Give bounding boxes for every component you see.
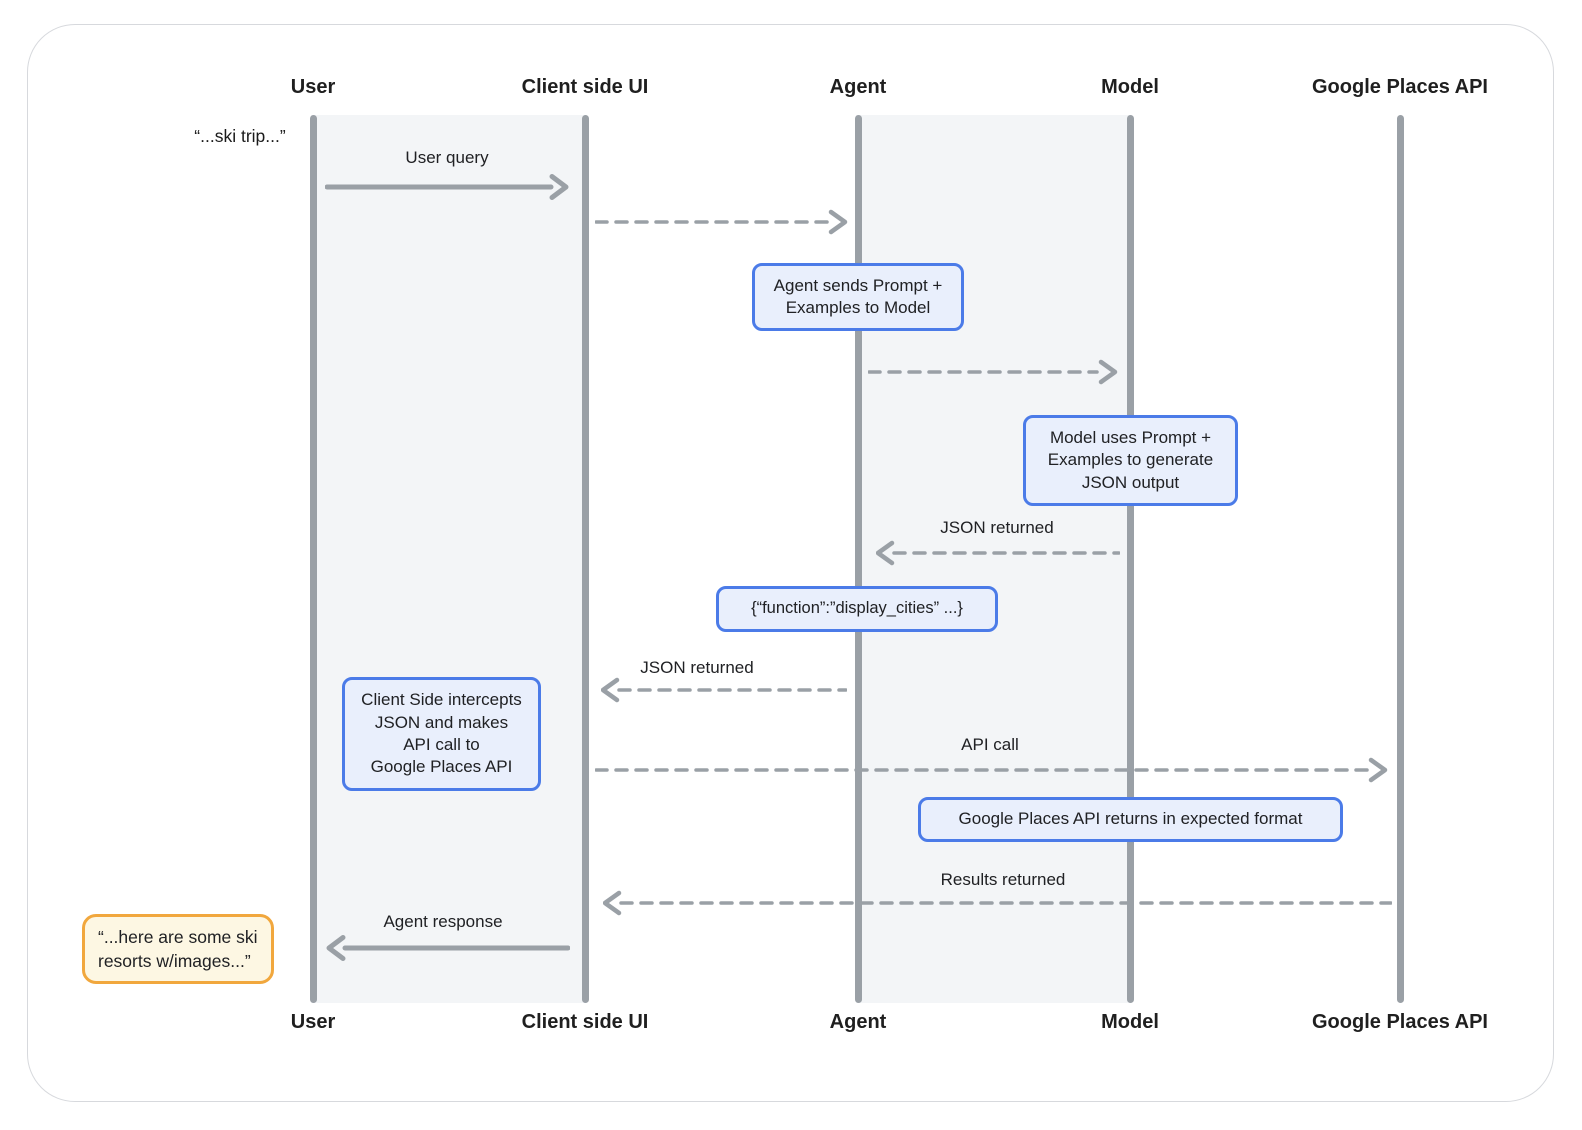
note-agent-sends-prompt: Agent sends Prompt + Examples to Model	[752, 263, 964, 331]
gpa-to-client-arrow	[603, 890, 1392, 916]
agent-response-label: Agent response	[383, 912, 503, 931]
user-quote-text: “...ski trip...”	[194, 126, 286, 146]
json-returned-to-client-label: JSON returned	[640, 658, 754, 677]
json-returned-to-agent-label: JSON returned	[940, 518, 1054, 537]
actor-agent-top: Agent	[829, 76, 887, 98]
agent-to-model-arrow	[868, 359, 1118, 385]
note-function-call-json: {“function”:”display_cities” ...}	[716, 586, 998, 632]
note-model-generates-json: Model uses Prompt + Examples to generate…	[1023, 415, 1238, 506]
response-quote-box: “...here are some ski resorts w/images..…	[82, 914, 274, 984]
lifeline-client-ui	[581, 115, 589, 1003]
actor-client-ui-bottom: Client side UI	[521, 1011, 649, 1033]
results-returned-label: Results returned	[940, 870, 1066, 889]
lifeline-model	[1126, 115, 1134, 1003]
agent-to-client-arrow	[601, 677, 847, 703]
lifeline-agent	[854, 115, 862, 1003]
agent-response-arrow	[326, 935, 570, 961]
band-user-clientui	[311, 115, 585, 1003]
client-to-agent-arrow	[595, 209, 848, 235]
lifeline-google-places-api	[1396, 115, 1404, 1003]
note-gpa-returns: Google Places API returns in expected fo…	[918, 797, 1343, 842]
lifeline-user	[309, 115, 317, 1003]
actor-model-bottom: Model	[1101, 1011, 1159, 1033]
note-client-intercepts: Client Side intercepts JSON and makes AP…	[342, 677, 541, 791]
diagram-card	[27, 24, 1554, 1102]
actor-client-ui-top: Client side UI	[521, 76, 649, 98]
api-call-label: API call	[961, 735, 1019, 754]
model-to-agent-arrow	[876, 540, 1120, 566]
user-query-arrow	[325, 174, 569, 200]
actor-google-places-api-bottom: Google Places API	[1312, 1011, 1488, 1033]
actor-user-bottom: User	[290, 1011, 336, 1033]
actor-google-places-api-top: Google Places API	[1312, 76, 1488, 98]
actor-model-top: Model	[1101, 76, 1159, 98]
client-to-gpa-arrow	[595, 757, 1388, 783]
actor-user-top: User	[290, 76, 336, 98]
user-query-label: User query	[405, 148, 489, 167]
actor-agent-bottom: Agent	[829, 1011, 887, 1033]
